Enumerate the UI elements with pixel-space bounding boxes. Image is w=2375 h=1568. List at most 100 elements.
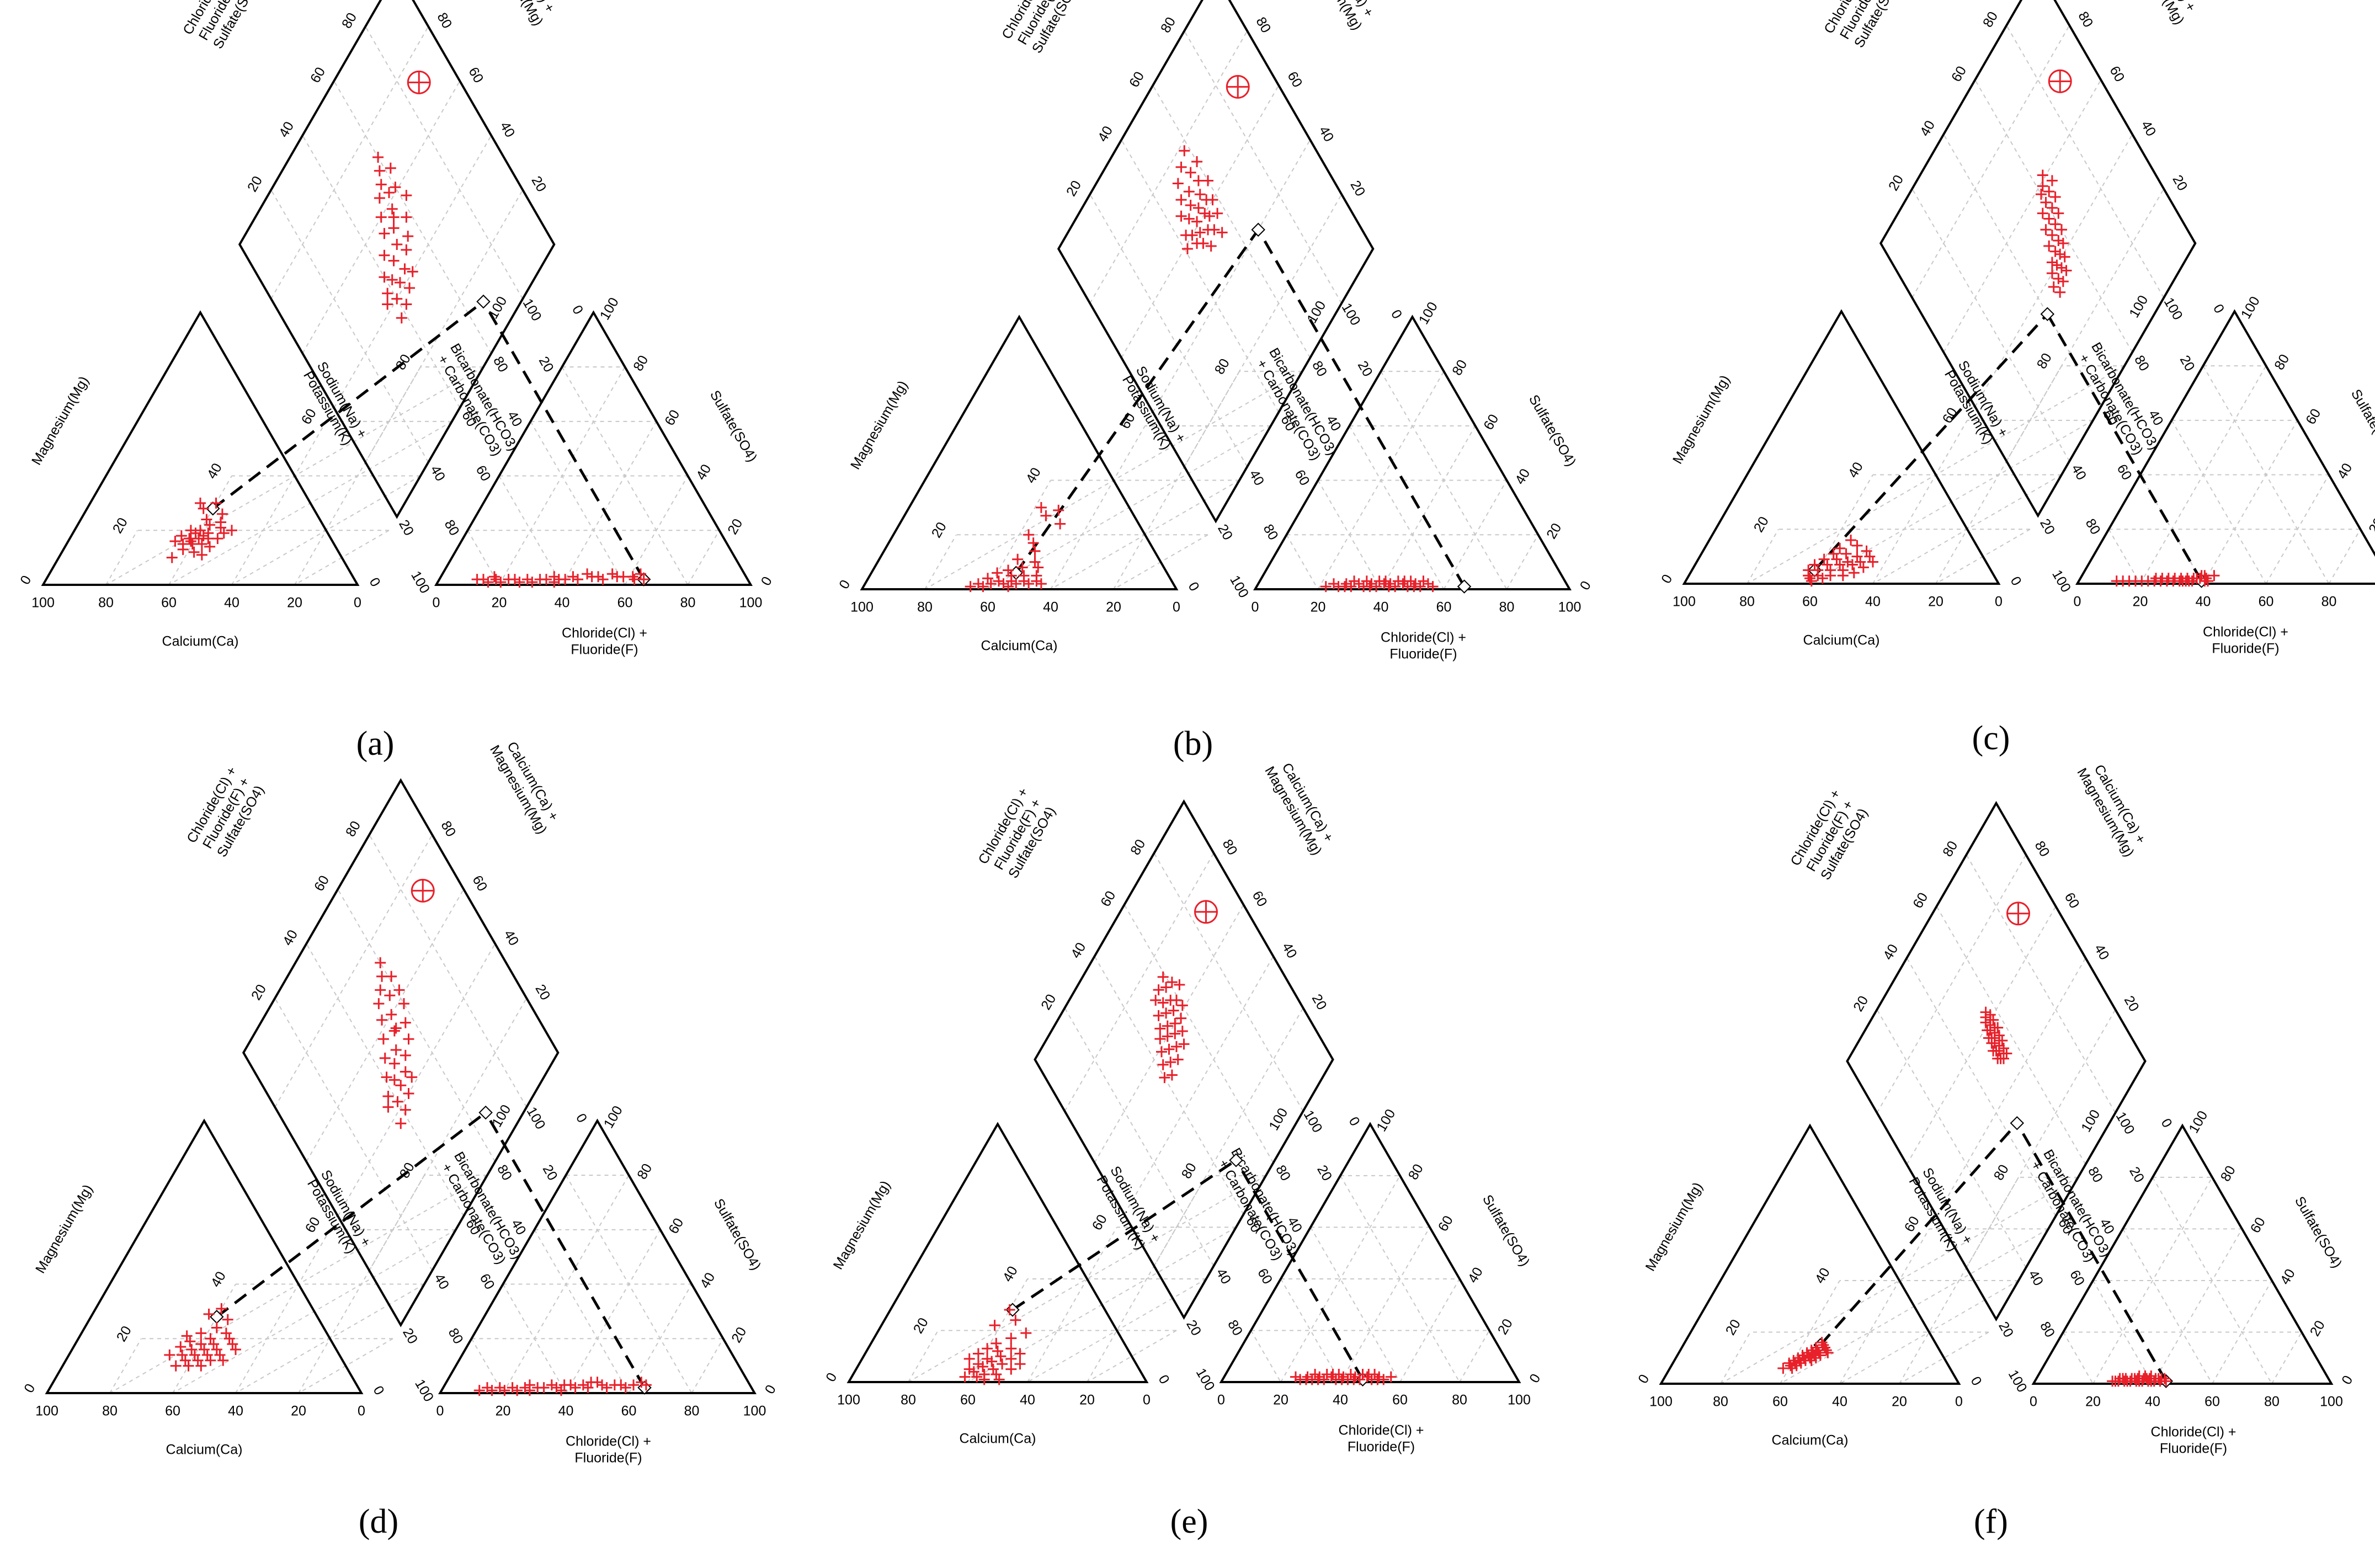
anion-sample-point (627, 571, 638, 583)
diamond-tick-so4: 20 (1886, 172, 1907, 193)
diamond-sample-point (386, 1009, 397, 1020)
anion-tick-so4: 100 (1373, 1107, 1398, 1134)
diamond-sample-point (1172, 178, 1184, 189)
cation-sample-point (1053, 504, 1064, 516)
sulfate-axis-label: Sulfate(SO4) (1526, 392, 1579, 469)
anion-sample-point (1384, 578, 1396, 590)
anion-grid-hco3 (2139, 474, 2204, 584)
diamond-grid-a (1974, 79, 2133, 353)
anion-sample-point (2177, 575, 2188, 587)
anion-grid-cl (2271, 1331, 2302, 1384)
diamond-sample-point (2049, 246, 2061, 257)
bicarbonate-axis-label: Bicarbonate(HCO3)+ Carbonate(CO3) (434, 341, 521, 458)
cation-sample-point (992, 567, 1003, 579)
anion-sample-point (2208, 570, 2220, 582)
anion-tick-hco3: 0 (573, 1111, 590, 1126)
anion-sample-point (482, 1382, 493, 1394)
anion-tick-hco3: 0 (1388, 307, 1405, 322)
cation-sample-point (993, 575, 1004, 587)
diamond-sample-point (1168, 1005, 1179, 1016)
cation-tick-ca: 100 (1649, 1394, 1673, 1410)
cation-sample-point (170, 1360, 182, 1372)
cation-tick-na: 0 (370, 1383, 387, 1398)
cation-grid-na (1899, 1331, 1989, 1384)
diamond-sample-point (386, 203, 398, 215)
anion-tick-so4: 80 (1405, 1161, 1426, 1182)
cation-sample-point (972, 1348, 984, 1359)
diamond-sample-point (2046, 257, 2058, 268)
diamond-grid-a (1121, 140, 1280, 413)
cation-sample-point (164, 1349, 175, 1361)
anion-sample-point (585, 1377, 597, 1388)
mean-marker (1229, 1153, 1243, 1167)
anion-tick-cl: 20 (2085, 1394, 2101, 1410)
cation-tick-ca: 20 (1928, 594, 1943, 610)
anion-sample-point (1373, 575, 1385, 587)
anion-sample-point (2191, 573, 2203, 584)
cation-sample-point (1825, 570, 1836, 582)
cation-sample-point (1005, 1343, 1017, 1354)
chloride-fluoride-axis-label-line: Chloride(Cl) + (2151, 1425, 2236, 1440)
cation-tick-ca: 80 (917, 600, 933, 615)
chloride-fluoride-axis-label-line: Fluoride(F) (2160, 1441, 2227, 1457)
diamond-grid-b (1094, 904, 1244, 1163)
cation-tick-na: 100 (2161, 295, 2186, 323)
cation-sample-point (212, 533, 223, 545)
sulfate-axis-label: Sulfate(SO4) (2292, 1194, 2345, 1271)
cation-triangle (860, 314, 1179, 590)
anion-tick-cl: 80 (1499, 600, 1515, 615)
diamond-sample-point (1183, 213, 1195, 225)
sample-points (166, 151, 649, 588)
cation-tick-ca: 20 (1079, 1393, 1095, 1408)
anion-grid-cl (2092, 1177, 2213, 1384)
diamond-sample-point (1191, 156, 1203, 167)
cation-sample-point (226, 525, 237, 536)
diamond-tick-ca-mg: 80 (434, 10, 455, 31)
diamond-sample-point (2054, 248, 2066, 260)
anion-tick-hco3: 60 (1292, 467, 1313, 488)
anion-sample-point (2122, 1375, 2133, 1387)
diamond-sample-point (400, 1104, 411, 1116)
diamond-grid-a (369, 834, 528, 1108)
cation-triangle (41, 310, 360, 586)
axis-labels: Calcium(Ca)Magnesium(Mg)Sodium(Na) +Pota… (29, 0, 760, 658)
cation-tick-na: 0 (2007, 574, 2025, 588)
anion-tick-so4: 60 (2248, 1215, 2269, 1236)
anion-sample-point (2145, 1370, 2157, 1382)
sample-points (965, 145, 1439, 593)
cation-sample-point (1834, 542, 1846, 554)
circle-cross-marker-cross (408, 71, 430, 94)
anion-sample-point (1312, 1374, 1324, 1385)
diamond-sample-point (384, 187, 395, 199)
anion-sample-point (1418, 575, 1429, 587)
cation-sample-point (211, 1322, 222, 1334)
sulfate-axis-label: Sulfate(SO4) (707, 388, 760, 465)
diamond-sample-point (374, 193, 385, 204)
anion-tick-cl: 100 (2320, 1394, 2343, 1410)
cation-tick-ca: 80 (1713, 1394, 1728, 1410)
cation-grid-ca (231, 421, 327, 585)
anion-tick-so4: 100 (597, 295, 622, 323)
cation-tick-na: 80 (2085, 1164, 2106, 1185)
cation-tick-ca: 40 (1020, 1393, 1035, 1408)
anion-grid-cl (1459, 1330, 1490, 1383)
anion-sample-point (1328, 578, 1339, 590)
cation-tick-na: 20 (1215, 522, 1236, 543)
diamond-grid-b (1936, 957, 2086, 1217)
diamond-sample-point (1153, 1010, 1164, 1021)
diamond-tick-so4: 40 (1095, 124, 1116, 145)
anion-sample-point (628, 1379, 640, 1391)
anion-grid-hco3 (498, 476, 563, 585)
diamond-sample-point (1166, 1069, 1178, 1081)
cation-tick-ca: 20 (287, 595, 302, 611)
cation-sample-point (1822, 1347, 1834, 1358)
diamond-sample-point (1157, 1059, 1169, 1070)
cation-sample-point (188, 546, 200, 558)
cation-sample-point (1851, 540, 1863, 551)
anion-triangle (438, 1118, 757, 1394)
diamond-tick-ca-mg: 40 (1279, 940, 1300, 961)
diamond-sample-point (375, 957, 386, 969)
cation-sample-point (1012, 553, 1024, 565)
anion-sample-point (2150, 573, 2161, 584)
diamond-grid-a (1943, 134, 2102, 407)
